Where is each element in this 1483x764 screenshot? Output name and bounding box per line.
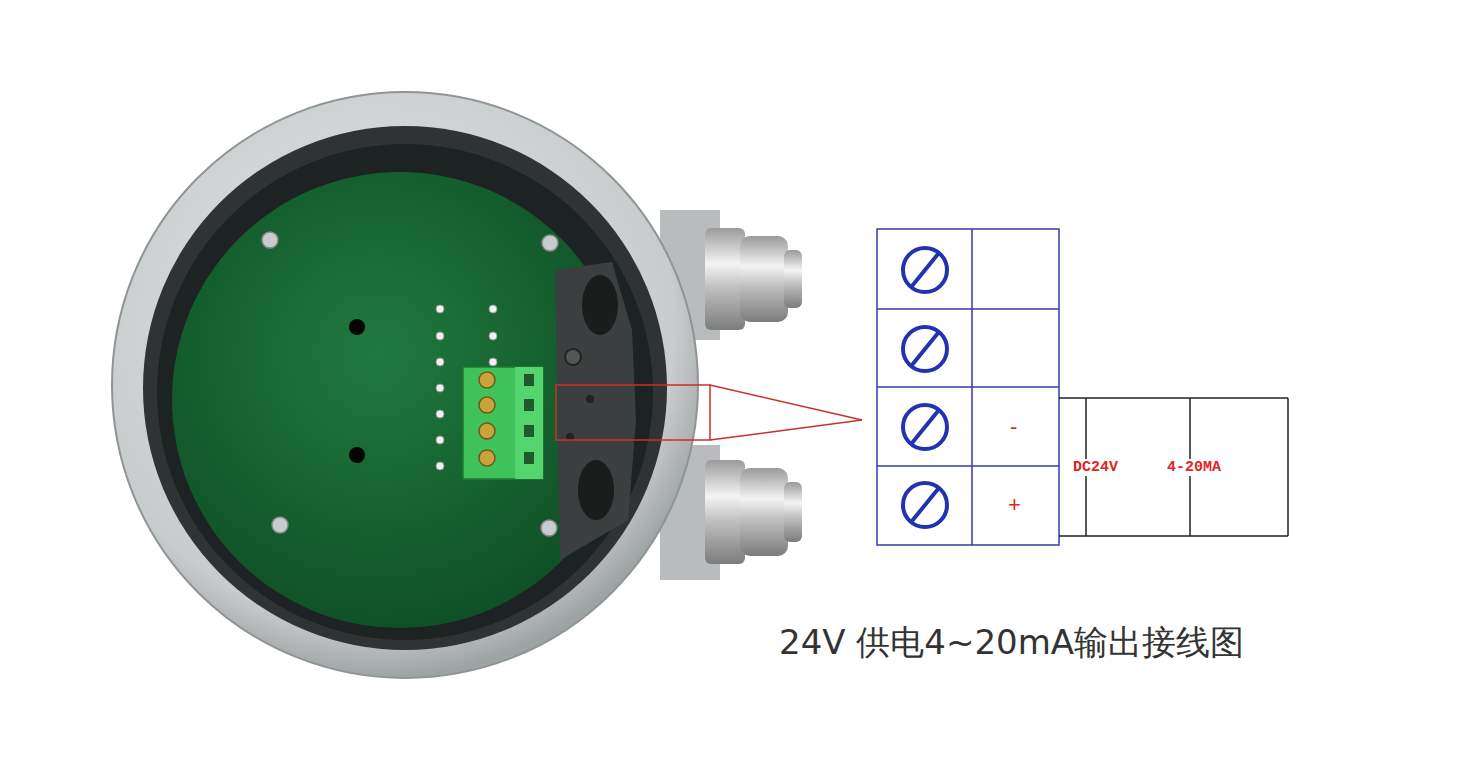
- pcb-screw: [262, 232, 558, 536]
- pin-sign: -: [1008, 414, 1019, 440]
- screw-symbol: [903, 248, 947, 527]
- pin-sign: +: [1006, 492, 1023, 518]
- callout-leader: [556, 385, 862, 440]
- housing-inner: [143, 126, 667, 650]
- caption: 24V 供电4~20mA输出接线图: [779, 620, 1244, 666]
- supply-label: DC24V: [1071, 459, 1120, 476]
- terminal-block: [463, 367, 543, 479]
- wire-compartment: [555, 262, 636, 560]
- signal-label: 4-20MA: [1165, 459, 1223, 476]
- wiring-loop: [1059, 398, 1288, 536]
- terminal-table: [877, 229, 1059, 545]
